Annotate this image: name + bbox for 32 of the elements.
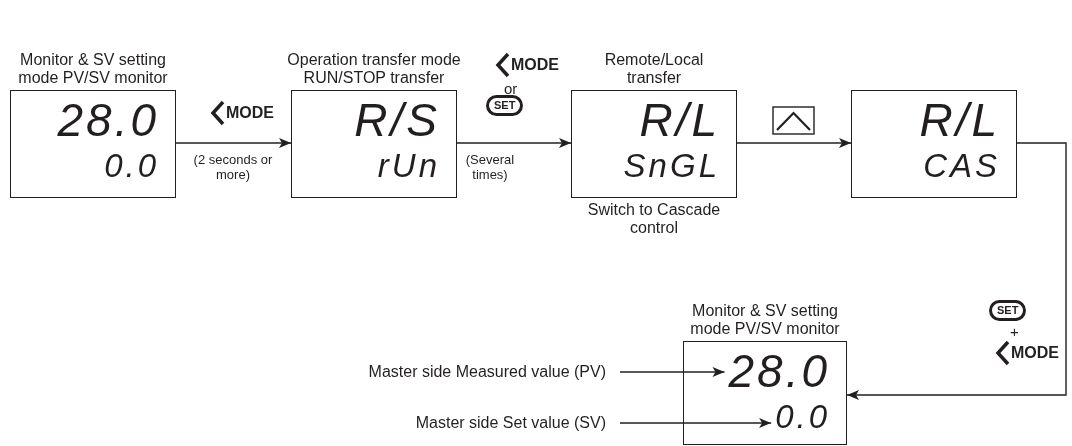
display-reading: SnGL xyxy=(623,147,720,185)
mode-key-label: MODE xyxy=(226,104,274,122)
mode-heading: Monitor & SV setting mode PV/SV monitor xyxy=(690,302,840,338)
arrow xyxy=(456,138,572,148)
key-note: + xyxy=(1010,323,1019,340)
set-key: SET xyxy=(989,300,1027,321)
display-reading: 28.0 xyxy=(57,95,159,145)
key-note: or xyxy=(504,80,518,97)
leader-text: Master side Set value (SV) xyxy=(300,414,606,432)
set-key: SET xyxy=(486,95,524,116)
display-reading: 0.0 xyxy=(775,398,830,436)
panel-caption: Switch to Cascade control xyxy=(586,201,722,237)
display-reading: rUn xyxy=(377,147,440,185)
arrow xyxy=(736,138,852,148)
leader-line xyxy=(619,367,726,377)
display-reading: R/L xyxy=(639,95,720,145)
mode-key-label: MODE xyxy=(1011,344,1059,362)
display-panel xyxy=(851,90,1017,198)
leader-line xyxy=(619,418,772,428)
arrow xyxy=(846,142,1067,400)
mode-key-label: MODE xyxy=(511,56,559,74)
edge-label: (2 seconds or more) xyxy=(192,152,274,182)
arrow xyxy=(175,138,292,148)
display-reading: R/S xyxy=(354,95,440,145)
leader-text: Master side Measured value (PV) xyxy=(300,363,606,381)
display-reading: CAS xyxy=(923,147,1000,185)
display-reading: 0.0 xyxy=(104,147,159,185)
display-reading: R/L xyxy=(919,95,1000,145)
mode-heading: Monitor & SV setting mode PV/SV monitor xyxy=(18,51,168,87)
mode-heading: Remote/Local transfer xyxy=(603,51,705,87)
mode-heading: Operation transfer mode RUN/STOP transfer xyxy=(286,51,462,87)
display-reading: 28.0 xyxy=(728,346,830,396)
